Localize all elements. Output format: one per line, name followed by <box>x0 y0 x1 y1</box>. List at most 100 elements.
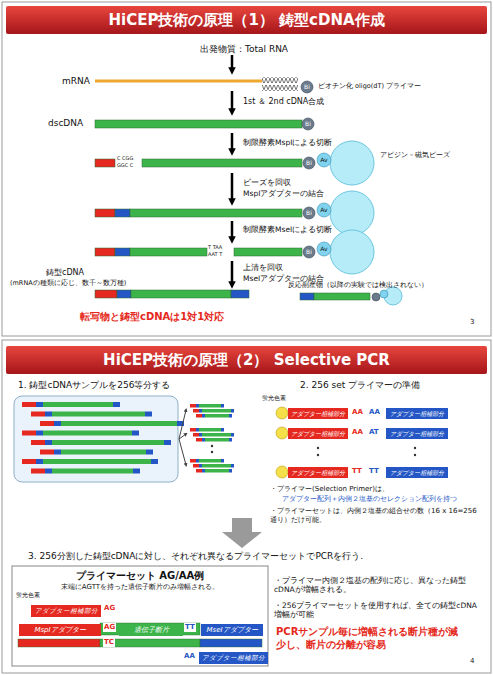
slide-title-band: HiCEP技術の原理（2） Selective PCR <box>6 346 487 374</box>
avidin-marker <box>380 290 388 298</box>
base-label: AT <box>369 428 379 437</box>
cdna-segment <box>231 409 234 413</box>
slide-title-band: HiCEP技術の原理（1） 鋳型cDNA作成 <box>6 6 487 34</box>
dna-fragment <box>300 293 314 300</box>
gene-fragment-bar: 遺伝子断片 <box>119 624 183 636</box>
cdna-segment <box>52 469 133 474</box>
cdna-segment <box>31 440 45 445</box>
cdna-segment <box>202 438 205 442</box>
step-label: 制限酵素MseIによる切断 <box>243 225 332 234</box>
biotin-marker <box>303 246 315 258</box>
strand-label: dscDNA <box>48 118 83 129</box>
sample-container <box>14 396 178 482</box>
process-arrow <box>231 133 234 152</box>
biotin-label: Bi <box>306 249 312 255</box>
sequence-label: AAT T <box>208 251 222 257</box>
dna-fragment <box>130 209 302 217</box>
node-text: アダプター相補部分 <box>389 428 445 439</box>
cdna-segment <box>36 402 43 407</box>
pcr-strand <box>200 639 262 647</box>
split-arrow <box>179 410 186 439</box>
step-label: ビーズを回収 <box>243 178 291 187</box>
process-arrow <box>231 91 234 112</box>
cdna-segment <box>205 438 229 442</box>
step-arrow <box>222 518 262 548</box>
box-note: 末端にAGTTを持った遺伝子断片のみ増幅される。 <box>13 583 267 592</box>
base-label: AA <box>352 408 363 417</box>
node-text: アダプター相補部分 <box>291 467 345 478</box>
box-heading: プライマーセット AG/AA例 <box>13 570 267 583</box>
biotin-marker <box>372 293 380 301</box>
step-heading: 3. 256分割した鋳型cDNAに対し、それぞれ異なるプライマーセットでPCRを… <box>28 551 363 562</box>
process-arrow <box>231 261 234 285</box>
primer-adapter-bar: アダプター相補部分 <box>288 408 348 419</box>
base-label: AA <box>352 428 363 437</box>
cdna-segment <box>190 404 196 408</box>
biotin-marker <box>301 81 313 93</box>
cdna-segment <box>113 402 120 407</box>
annotation-label: 蛍光色素 <box>16 591 40 599</box>
dna-fragment <box>234 248 302 256</box>
biotin-label: Bi <box>306 210 312 216</box>
node-text: アダプター相補部分 <box>202 652 265 664</box>
cdna-segment <box>202 414 205 418</box>
cdna-segment <box>202 469 205 473</box>
cdna-segment <box>61 421 177 426</box>
fluorescent-dye <box>276 407 288 419</box>
biotin-label: Bi <box>306 160 312 166</box>
cdna-segment <box>31 412 45 417</box>
cdna-segment <box>199 433 202 437</box>
step-heading: 1. 鋳型cDNAサンプルを256等分する <box>18 380 170 391</box>
cdna-segment <box>132 431 139 436</box>
dna-fragment <box>142 159 302 167</box>
fluorescent-dye <box>276 466 288 478</box>
base-label: AA <box>369 408 380 417</box>
cdna-segment <box>146 450 153 455</box>
avidin-label: Av <box>320 157 327 163</box>
cdna-segment <box>164 440 171 445</box>
primer-set-frame <box>12 566 268 666</box>
continuation-dots <box>317 454 319 456</box>
cdna-segment <box>43 402 113 407</box>
process-arrow <box>231 55 234 285</box>
base-label: TT <box>352 467 362 476</box>
sequence-label: GGC C <box>117 162 133 168</box>
cdna-segment <box>196 414 202 418</box>
page-number: 4 <box>470 657 474 666</box>
cdna-sample-stack <box>22 402 234 474</box>
biotin-label: Bi <box>305 121 311 127</box>
biotin-marker <box>303 207 315 219</box>
cdna-segment <box>231 464 234 468</box>
cdna-segment <box>193 464 199 468</box>
cdna-segment <box>196 469 202 473</box>
cdna-segment <box>196 459 199 463</box>
cdna-segment <box>190 428 196 432</box>
cdna-segment <box>43 459 151 464</box>
biotin-marker <box>303 157 315 169</box>
product-note: (mRNAの種類に応じ、数千～数万種) <box>10 279 126 287</box>
split-arrow <box>179 410 186 465</box>
dna-fragment <box>314 293 370 300</box>
dna-fragment <box>95 120 370 300</box>
cdna-segment <box>205 469 229 473</box>
strand-label: mRNA <box>62 76 90 87</box>
mrna-strand <box>95 77 298 91</box>
magnetic-bead <box>330 191 374 235</box>
cdna-segment <box>199 409 202 413</box>
cdna-segment <box>36 431 43 436</box>
dna-fragment <box>115 248 130 256</box>
cdna-segment <box>61 450 146 455</box>
fluorescent-dye <box>276 427 288 439</box>
cdna-segment <box>40 450 54 455</box>
caption-text: 出発物質：Total RNA <box>200 44 288 55</box>
sample-container <box>14 396 178 482</box>
bullet-note: ・プライマー(Selection Primer)は、 <box>270 485 389 494</box>
cdna-segment <box>22 402 36 407</box>
dna-fragment <box>95 159 115 167</box>
avidin-marker <box>317 203 331 217</box>
continuation-dots <box>414 447 416 449</box>
cdna-segment <box>133 469 140 474</box>
cdna-segment <box>31 469 45 474</box>
adapter-bar: MseIアダプター <box>201 624 263 636</box>
split-arrow <box>179 434 186 439</box>
